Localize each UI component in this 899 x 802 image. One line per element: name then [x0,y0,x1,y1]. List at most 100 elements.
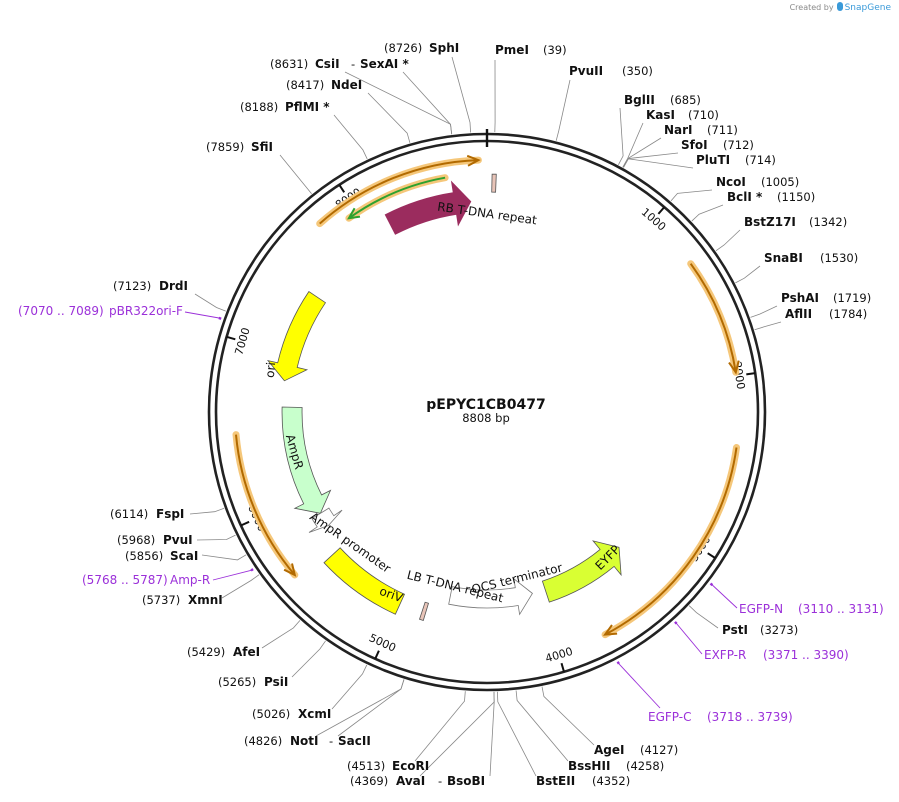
site-agei[interactable]: AgeI(4127) [541,686,678,757]
site-psti[interactable]: PstI(3273) [688,605,798,637]
site-sacii[interactable]: -SacII [329,679,405,748]
site-pflmi[interactable]: PflMI *(8188) [240,100,368,160]
primer-mark [709,582,714,587]
site-name[interactable]: NotI [290,734,319,748]
site-bsshii[interactable]: BssHII(4258) [515,690,664,774]
site-name[interactable]: ScaI [170,549,198,563]
site-name[interactable]: DrdI [159,279,188,293]
site-pshai[interactable]: PshAI(1719) [750,291,872,318]
site-xmni[interactable]: XmnI(5737) [142,574,260,607]
primer-amp-r[interactable]: Amp-R(5768 .. 5787) [82,568,254,587]
site-name[interactable]: NdeI [331,78,362,92]
site-pluti[interactable]: PluTI(714) [623,153,776,169]
site-name[interactable]: AfeI [233,645,260,659]
site-name[interactable]: AgeI [594,743,624,757]
site-name[interactable]: PflMI * [285,100,330,114]
primer-egfp-n[interactable]: EGFP-N(3110 .. 3131) [709,582,884,616]
site-name[interactable]: PluTI [696,153,730,167]
site-pvui[interactable]: PvuI(5968) [117,533,236,547]
site-name[interactable]: SnaBI [764,251,803,265]
primer-name[interactable]: pBR322ori-F [109,304,183,318]
site-bstz17i[interactable]: BstZ17I(1342) [715,215,847,252]
primer-leader-line [618,663,661,709]
primer-name[interactable]: Amp-R [170,573,210,587]
site-name[interactable]: AflII [785,307,812,321]
site-sfii[interactable]: SfiI(7859) [206,140,312,194]
site-position: (7123) [113,279,151,293]
site-position: (4826) [244,734,282,748]
credit-brand: SnapGene [844,3,891,13]
site-name[interactable]: EcoRI [392,759,429,773]
site-sfoi[interactable]: SfoI(712) [622,138,754,168]
site-bsobi[interactable]: -BsoBI [438,691,495,788]
feature-oriv [323,547,406,615]
orf-arrow [601,444,740,639]
site-name[interactable]: PshAI [781,291,819,305]
site-name[interactable]: AvaI [396,774,425,788]
site-name[interactable]: BclI * [727,190,763,204]
site-name[interactable]: PstI [722,623,748,637]
site-psii[interactable]: PsiI(5265) [218,640,326,689]
site-name[interactable]: PvuII [569,64,603,78]
backbone-ring [207,129,767,692]
primer-name[interactable]: EGFP-N [739,602,783,616]
site-position: (711) [707,123,738,137]
site-name[interactable]: PsiI [264,675,288,689]
site-sphi[interactable]: SphI(8726) [384,41,471,133]
site-leader-line [691,204,724,222]
orf-arrowhead [347,207,361,220]
site-bcli[interactable]: BclI *(1150) [691,190,815,222]
site-name[interactable]: BstZ17I [744,215,796,229]
site-leader-line [414,691,466,762]
site-name[interactable]: XmnI [188,593,223,607]
primer-range: (5768 .. 5787) [82,573,168,587]
site-sexai[interactable]: -SexAI * [351,57,453,135]
site-name[interactable]: NcoI [716,175,746,189]
site-ndei[interactable]: NdeI(8417) [286,78,411,143]
site-bsteii[interactable]: BstEII(4352) [497,691,630,788]
site-xcmi[interactable]: XcmI(5026) [252,664,368,721]
site-name[interactable]: BglII [624,93,655,107]
site-scai[interactable]: ScaI(5856) [125,549,247,563]
site-name[interactable]: SacII [338,734,371,748]
site-name[interactable]: SexAI * [360,57,409,71]
snapgene-credit: Created by SnapGene [790,2,891,13]
credit-prefix: Created by [789,3,834,12]
primer-name[interactable]: EGFP-C [648,710,691,724]
site-afei[interactable]: AfeI(5429) [187,620,301,659]
site-leader-line [451,56,471,133]
primer-exfp-r[interactable]: EXFP-R(3371 .. 3390) [674,621,849,662]
site-ncoi[interactable]: NcoI(1005) [670,175,799,202]
site-name[interactable]: BsoBI [447,774,485,788]
site-name[interactable]: PvuI [163,533,193,547]
site-name[interactable]: SphI [429,41,459,55]
site-drdi[interactable]: DrdI (7123) [113,279,226,312]
site-position: (4369) [350,774,388,788]
site-name[interactable]: FspI [156,507,184,521]
site-name[interactable]: KasI [646,108,675,122]
site-name[interactable]: BssHII [568,759,610,773]
primer-egfp-c[interactable]: EGFP-C(3718 .. 3739) [616,661,793,724]
site-bglii[interactable]: BglII(685) [618,93,701,165]
site-pvuii[interactable]: PvuII(350) [555,64,653,141]
primer-name[interactable]: EXFP-R [704,648,746,662]
site-leader-line [221,574,260,599]
primer-mark [616,661,620,665]
site-name[interactable]: XcmI [298,707,331,721]
site-name[interactable]: CsiI [315,57,340,71]
site-aflii[interactable]: AflII(1784) [754,307,868,331]
tick-mark [374,650,380,660]
site-fspi[interactable]: FspI(6114) [110,507,225,521]
site-name[interactable]: SfiI [251,140,273,154]
site-leader-line [489,691,495,777]
site-kasi[interactable]: KasI(710) [622,108,719,168]
site-ecori[interactable]: EcoRI(4513) [347,691,466,773]
site-name[interactable]: SfoI [681,138,708,152]
site-name[interactable]: PmeI [495,43,529,57]
site-position: (8631) [270,57,308,71]
site-snabi[interactable]: SnaBI(1530) [735,251,858,284]
site-name[interactable]: NarI [664,123,693,137]
site-pmei[interactable]: PmeI(39) [494,43,567,133]
site-name[interactable]: BstEII [536,774,575,788]
primer-pbr322ori-f[interactable]: pBR322ori-F(7070 .. 7089) [18,304,222,320]
